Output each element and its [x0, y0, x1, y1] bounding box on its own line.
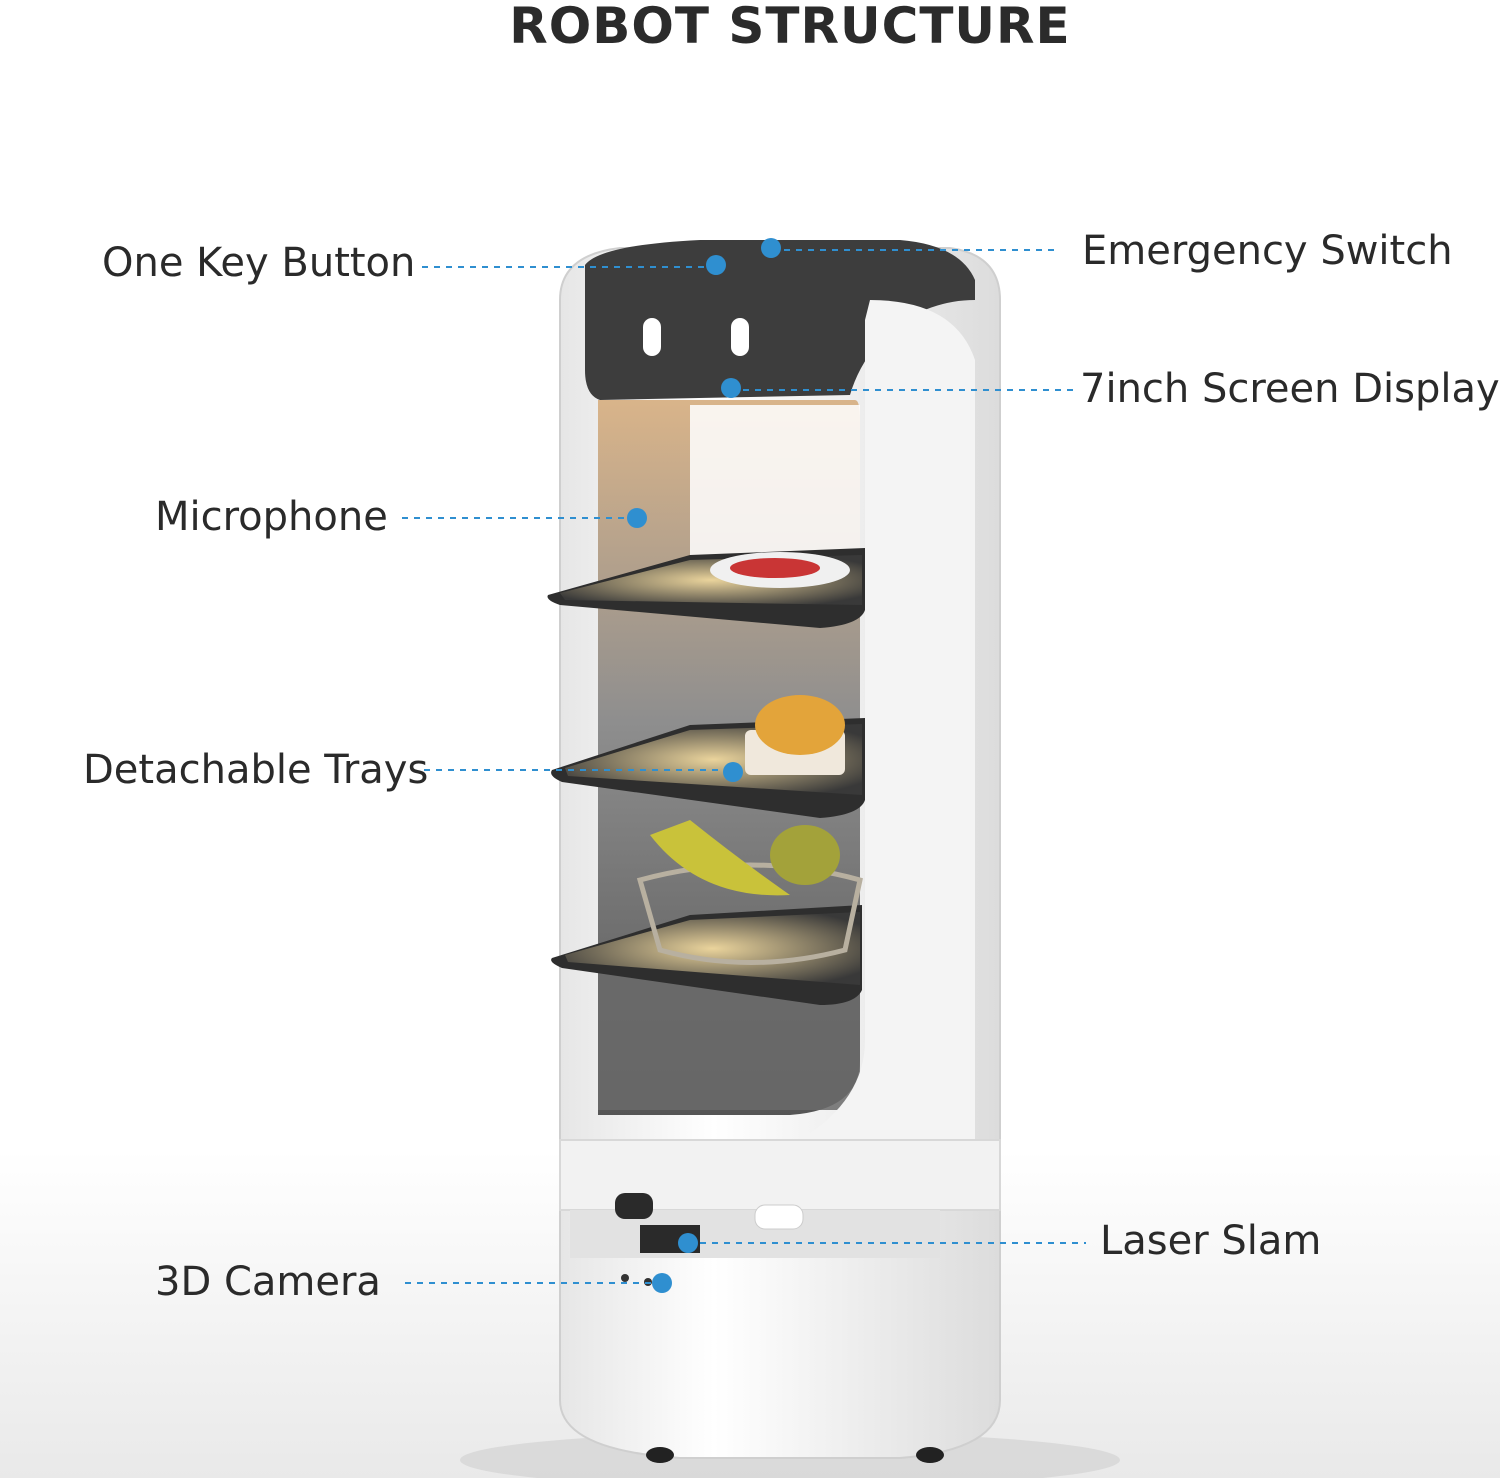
robot-eye-right: [731, 318, 749, 356]
dot-emergency-switch: [761, 238, 781, 258]
dot-microphone: [627, 508, 647, 528]
base-port: [755, 1205, 803, 1229]
label-one-key-button: One Key Button: [102, 240, 415, 286]
diagram-title: ROBOT STRUCTURE: [0, 0, 1500, 52]
dot-one-key-button: [706, 255, 726, 275]
base-switch: [615, 1193, 653, 1219]
label-screen-display: 7inch Screen Display: [1080, 366, 1500, 412]
wheel-right: [916, 1447, 944, 1463]
robot-eye-left: [643, 318, 661, 356]
dot-detachable-trays: [723, 762, 743, 782]
camera-lens-1: [621, 1274, 629, 1282]
dot-laser-slam: [678, 1233, 698, 1253]
label-emergency-switch: Emergency Switch: [1082, 228, 1453, 274]
dot-3d-camera: [652, 1273, 672, 1293]
dot-screen-display: [721, 378, 741, 398]
label-laser-slam: Laser Slam: [1100, 1218, 1321, 1264]
wheel-left: [646, 1447, 674, 1463]
label-microphone: Microphone: [155, 494, 388, 540]
fruit-apples: [770, 825, 840, 885]
label-3d-camera: 3D Camera: [155, 1259, 381, 1305]
label-detachable-trays: Detachable Trays: [83, 747, 428, 793]
